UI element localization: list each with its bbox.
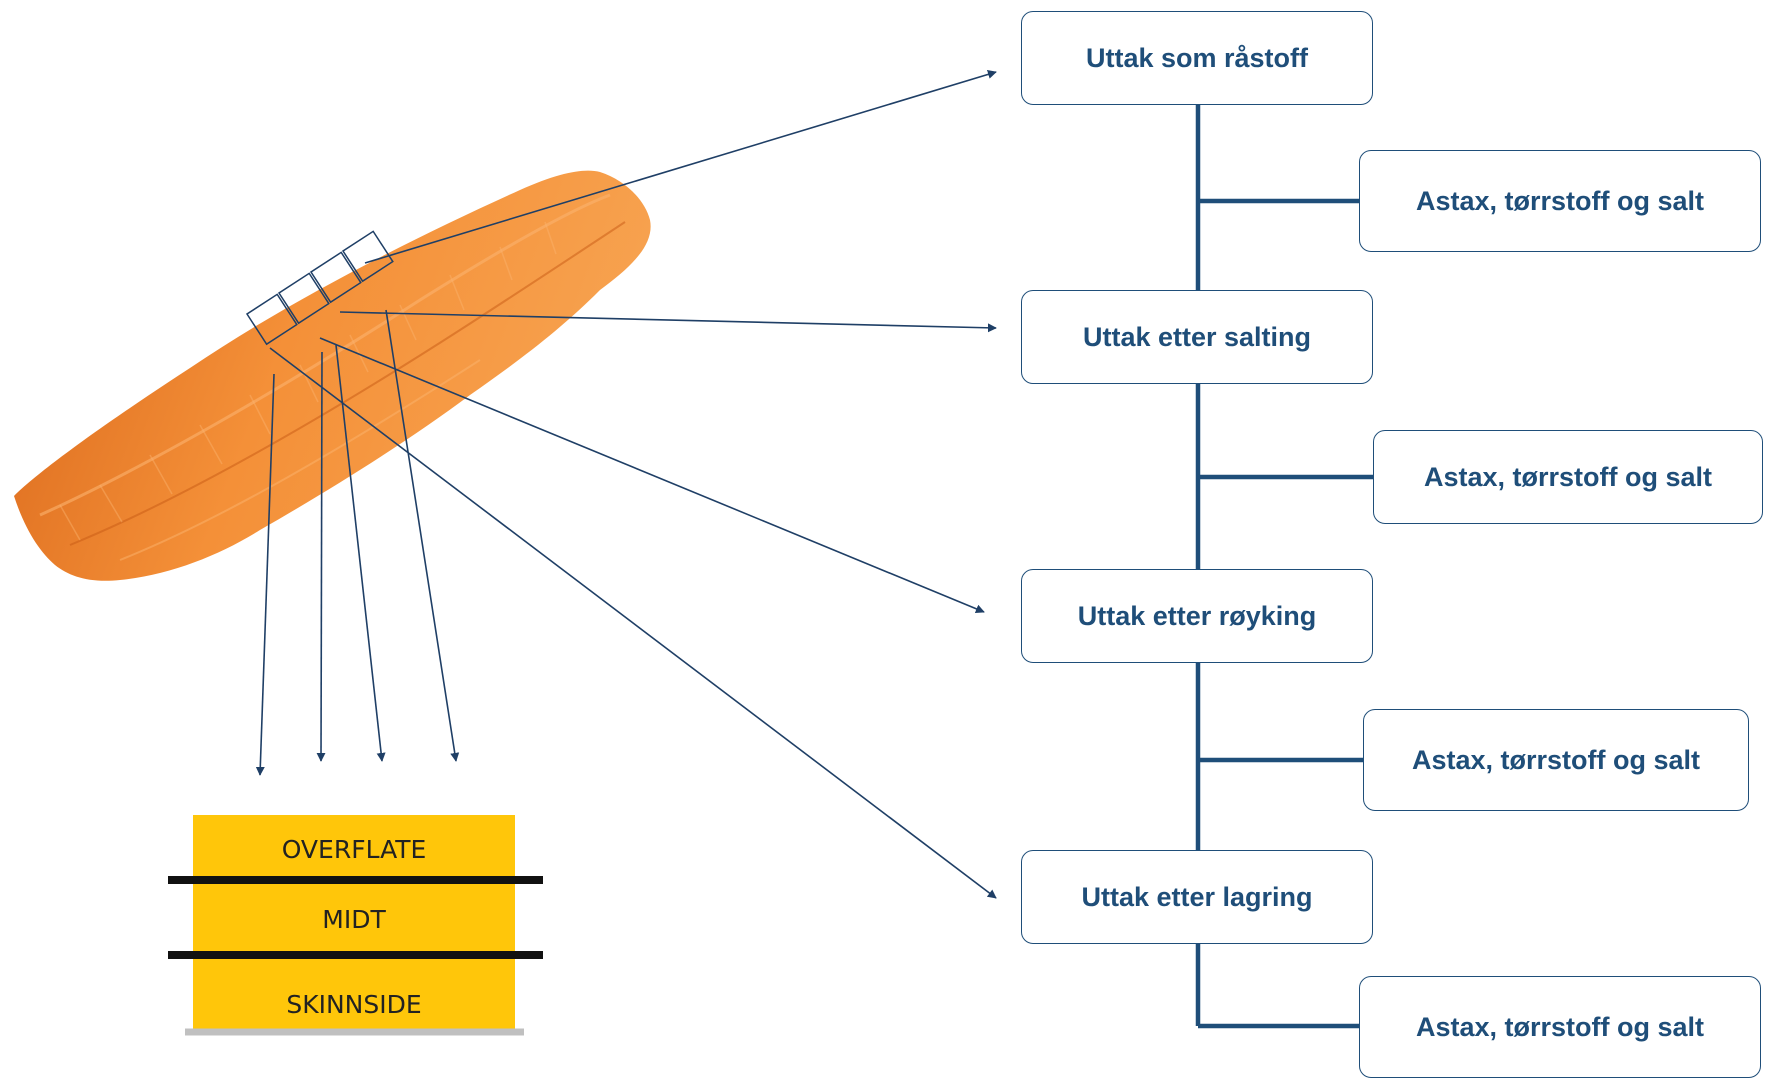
arrow-down-2	[316, 351, 326, 762]
stage-box-salting: Uttak etter salting	[1021, 290, 1373, 384]
arrow-to-stage-2	[339, 311, 997, 333]
stage-box-raastoff: Uttak som råstoff	[1021, 11, 1373, 105]
analysis-box-4: Astax, tørrstoff og salt	[1359, 976, 1761, 1078]
arrow-down-4	[385, 309, 460, 762]
arrow-down-1	[255, 373, 275, 776]
arrow-to-stage-4	[269, 347, 997, 899]
stage-box-royking: Uttak etter røyking	[1021, 569, 1373, 663]
layer-block-fill	[193, 815, 515, 1030]
stage-box-lagring: Uttak etter lagring	[1021, 850, 1373, 944]
sample-squares	[245, 230, 394, 346]
sample-square	[341, 230, 394, 283]
layer-label-midt: MIDT	[322, 905, 386, 934]
layer-label-overflate: OVERFLATE	[281, 835, 427, 864]
stage-arrows	[269, 70, 997, 899]
analysis-box-3: Astax, tørrstoff og salt	[1363, 709, 1749, 811]
salmon-fillet-image	[14, 170, 651, 581]
arrow-to-stage-3	[319, 337, 985, 614]
analysis-box-2: Astax, tørrstoff og salt	[1373, 430, 1763, 524]
arrow-down-3	[335, 344, 386, 762]
arrow-to-stage-1	[364, 70, 997, 264]
layer-arrows	[255, 309, 460, 776]
layer-block	[168, 815, 543, 1036]
analysis-box-1: Astax, tørrstoff og salt	[1359, 150, 1761, 252]
layer-label-skinnside: SKINNSIDE	[286, 990, 422, 1019]
sample-square	[277, 272, 330, 325]
sample-square	[245, 293, 298, 346]
sample-square	[309, 251, 362, 304]
